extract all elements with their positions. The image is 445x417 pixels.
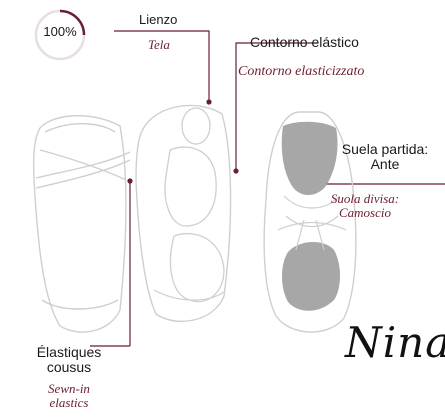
label-elastiques-line1: Élastiques	[36, 344, 102, 360]
label-sewn-line2: elastics	[49, 394, 89, 410]
signature-nina: Nina	[345, 318, 445, 367]
label-suela-line1: Suela partida:	[341, 141, 429, 157]
left-shoe	[32, 115, 131, 333]
label-lienzo: Lienzo	[139, 12, 178, 27]
percentage-badge: 100%	[43, 24, 77, 39]
label-contorno-elastico: Contorno elástico	[250, 34, 359, 50]
label-sewn-line1: Sewn-in	[48, 381, 90, 396]
label-tela: Tela	[148, 37, 170, 52]
label-suola-divisa: Suola divisa: Camoscio	[326, 192, 404, 219]
label-suela-line2: Ante	[370, 155, 400, 172]
pointer-dot-lienzo	[206, 99, 212, 105]
percentage-badge-ring	[34, 9, 86, 61]
label-suola-line1: Suola divisa:	[330, 191, 400, 206]
middle-shoe	[135, 104, 232, 322]
pointer-dot-contorno	[233, 168, 239, 174]
leader-lines	[90, 30, 445, 347]
label-sewn-in-elastics: Sewn-in elastics	[22, 382, 116, 409]
pointer-dot-elastics	[127, 178, 133, 184]
label-elastiques-cousus: Élastiques cousus	[22, 345, 116, 374]
right-shoe-sole-view	[263, 111, 357, 333]
label-elastiques-line2: cousus	[46, 358, 92, 375]
label-contorno-elasticizzato: Contorno elasticizzato	[238, 64, 365, 79]
label-suola-line2: Camoscio	[339, 204, 391, 220]
label-suela-partida: Suela partida: Ante	[326, 142, 444, 171]
